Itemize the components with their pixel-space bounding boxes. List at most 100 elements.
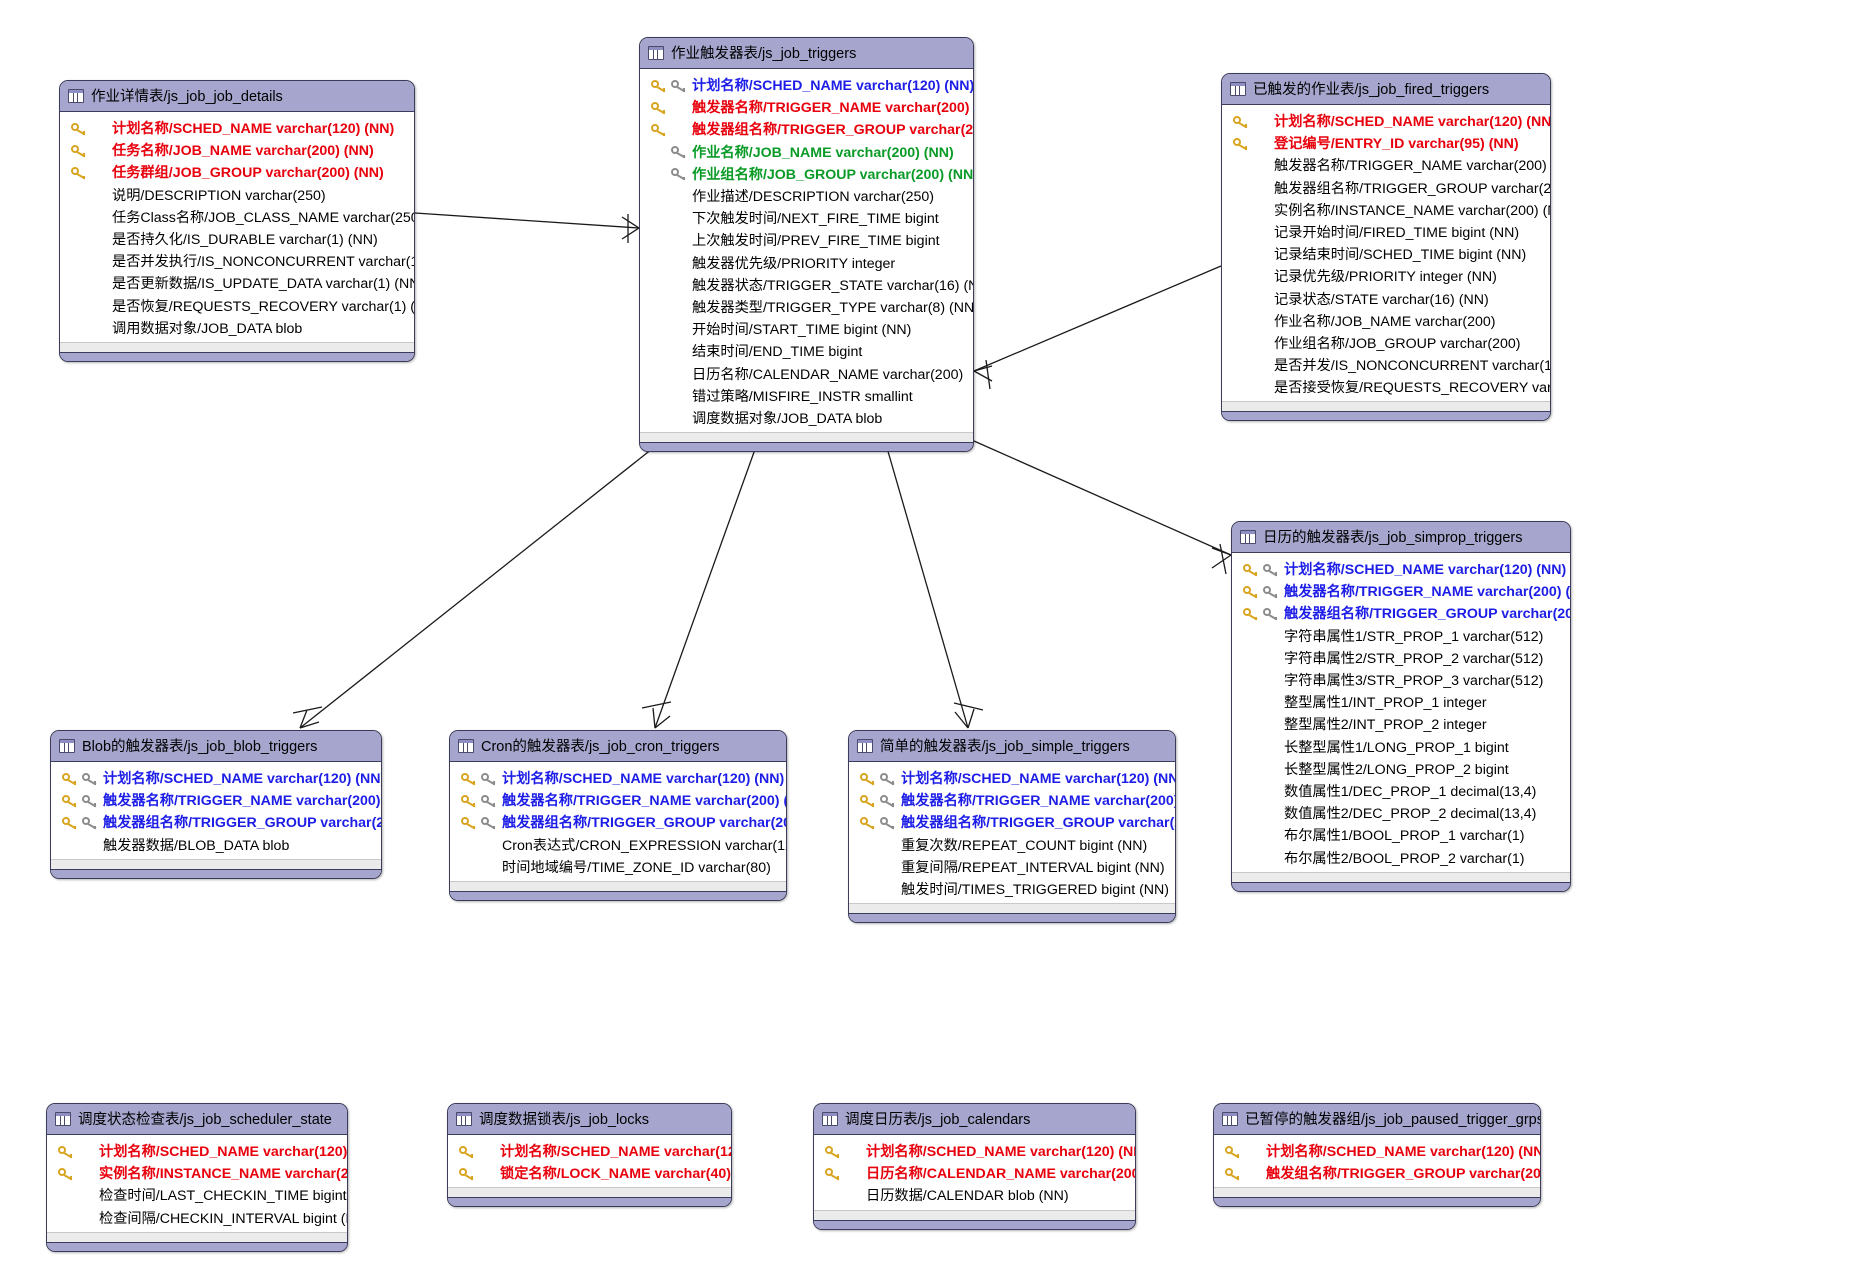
field-row[interactable]: 触发器名称/TRIGGER_NAME varchar(200) (NN) [849, 789, 1175, 811]
field-row[interactable]: 调度数据对象/JOB_DATA blob [640, 407, 973, 429]
field-row[interactable]: 计划名称/SCHED_NAME varchar(120) (NN) [814, 1140, 1135, 1162]
field-row[interactable]: 布尔属性2/BOOL_PROP_2 varchar(1) [1232, 846, 1570, 868]
entity-paused_trigger_grps[interactable]: 已暂停的触发器组/js_job_paused_trigger_grps 计划名称/… [1213, 1103, 1541, 1208]
field-row[interactable]: 检查间隔/CHECKIN_INTERVAL bigint (NN) [47, 1207, 347, 1229]
field-row[interactable]: 触发器数据/BLOB_DATA blob [51, 834, 381, 856]
entity-job_details[interactable]: 作业详情表/js_job_job_details 计划名称/SCHED_NAME … [59, 80, 415, 362]
field-row[interactable]: 记录结束时间/SCHED_TIME bigint (NN) [1222, 243, 1550, 265]
field-row[interactable]: 重复次数/REPEAT_COUNT bigint (NN) [849, 834, 1175, 856]
field-row[interactable]: 计划名称/SCHED_NAME varchar(120) (NN) [60, 117, 414, 139]
field-row[interactable]: 记录开始时间/FIRED_TIME bigint (NN) [1222, 221, 1550, 243]
field-row[interactable]: 触发器组名称/TRIGGER_GROUP varchar(200) (NN) [450, 811, 786, 833]
field-row[interactable]: 触发器名称/TRIGGER_NAME varchar(200) (NN) [1222, 154, 1550, 176]
field-row[interactable]: 触发器组名称/TRIGGER_GROUP varchar(200) (NN) [849, 811, 1175, 833]
entity-fired_triggers[interactable]: 已触发的作业表/js_job_fired_triggers 计划名称/SCHED_… [1221, 73, 1551, 422]
field-row[interactable]: 日历数据/CALENDAR blob (NN) [814, 1184, 1135, 1206]
entity-blob_triggers[interactable]: Blob的触发器表/js_job_blob_triggers 计划名称/SCHED… [50, 730, 382, 879]
field-row[interactable]: 是否接受恢复/REQUESTS_RECOVERY varchar(1) [1222, 376, 1550, 398]
field-row[interactable]: 触发器名称/TRIGGER_NAME varchar(200) (NN) [51, 789, 381, 811]
field-row[interactable]: 计划名称/SCHED_NAME varchar(120) (NN) [1232, 558, 1570, 580]
field-row[interactable]: 作业描述/DESCRIPTION varchar(250) [640, 185, 973, 207]
entity-header-scheduler_state[interactable]: 调度状态检查表/js_job_scheduler_state [47, 1104, 347, 1135]
field-row[interactable]: 日历名称/CALENDAR_NAME varchar(200) [640, 362, 973, 384]
field-row[interactable]: 计划名称/SCHED_NAME varchar(120) (NN) [47, 1140, 347, 1162]
field-row[interactable]: 任务Class名称/JOB_CLASS_NAME varchar(250) (N… [60, 206, 414, 228]
field-row[interactable]: 触发器状态/TRIGGER_STATE varchar(16) (NN) [640, 274, 973, 296]
field-row[interactable]: 开始时间/START_TIME bigint (NN) [640, 318, 973, 340]
field-row[interactable]: 计划名称/SCHED_NAME varchar(120) (NN) [1222, 110, 1550, 132]
field-row[interactable]: 布尔属性1/BOOL_PROP_1 varchar(1) [1232, 824, 1570, 846]
entity-header-blob_triggers[interactable]: Blob的触发器表/js_job_blob_triggers [51, 731, 381, 762]
field-row[interactable]: 触发器名称/TRIGGER_NAME varchar(200) (NN) [1232, 580, 1570, 602]
entity-header-simple_triggers[interactable]: 简单的触发器表/js_job_simple_triggers [849, 731, 1175, 762]
field-row[interactable]: 锁定名称/LOCK_NAME varchar(40) (NN) [448, 1162, 731, 1184]
field-row[interactable]: 计划名称/SCHED_NAME varchar(120) (NN) [640, 74, 973, 96]
entity-scheduler_state[interactable]: 调度状态检查表/js_job_scheduler_state 计划名称/SCHED… [46, 1103, 348, 1252]
field-row[interactable]: 结束时间/END_TIME bigint [640, 340, 973, 362]
field-row[interactable]: 整型属性1/INT_PROP_1 integer [1232, 691, 1570, 713]
entity-simple_triggers[interactable]: 简单的触发器表/js_job_simple_triggers 计划名称/SCHED… [848, 730, 1176, 924]
entity-calendars[interactable]: 调度日历表/js_job_calendars 计划名称/SCHED_NAME va… [813, 1103, 1136, 1230]
field-row[interactable]: 是否恢复/REQUESTS_RECOVERY varchar(1) (NN) [60, 295, 414, 317]
field-row[interactable]: 实例名称/INSTANCE_NAME varchar(200) (NN) [47, 1162, 347, 1184]
field-row[interactable]: 是否更新数据/IS_UPDATE_DATA varchar(1) (NN) [60, 272, 414, 294]
field-row[interactable]: 字符串属性1/STR_PROP_1 varchar(512) [1232, 625, 1570, 647]
entity-header-fired_triggers[interactable]: 已触发的作业表/js_job_fired_triggers [1222, 74, 1550, 105]
entity-header-job_triggers[interactable]: 作业触发器表/js_job_triggers [640, 38, 973, 69]
field-row[interactable]: 触发器组名称/TRIGGER_GROUP varchar(200) (NN) [1232, 602, 1570, 624]
entity-header-cron_triggers[interactable]: Cron的触发器表/js_job_cron_triggers [450, 731, 786, 762]
field-row[interactable]: 重复间隔/REPEAT_INTERVAL bigint (NN) [849, 856, 1175, 878]
entity-header-locks[interactable]: 调度数据锁表/js_job_locks [448, 1104, 731, 1135]
field-row[interactable]: 计划名称/SCHED_NAME varchar(120) (NN) [448, 1140, 731, 1162]
field-row[interactable]: 实例名称/INSTANCE_NAME varchar(200) (NN) [1222, 199, 1550, 221]
entity-cron_triggers[interactable]: Cron的触发器表/js_job_cron_triggers 计划名称/SCHED… [449, 730, 787, 901]
field-row[interactable]: 数值属性1/DEC_PROP_1 decimal(13,4) [1232, 780, 1570, 802]
field-row[interactable]: 调用数据对象/JOB_DATA blob [60, 317, 414, 339]
field-row[interactable]: Cron表达式/CRON_EXPRESSION varchar(120) (NN… [450, 834, 786, 856]
field-row[interactable]: 触发器名称/TRIGGER_NAME varchar(200) (NN) [640, 96, 973, 118]
field-row[interactable]: 触发器组名称/TRIGGER_GROUP varchar(200) (NN) [1222, 177, 1550, 199]
field-row[interactable]: 日历名称/CALENDAR_NAME varchar(200) (NN) [814, 1162, 1135, 1184]
field-row[interactable]: 触发器优先级/PRIORITY integer [640, 252, 973, 274]
field-row[interactable]: 作业名称/JOB_NAME varchar(200) [1222, 310, 1550, 332]
field-row[interactable]: 触发时间/TIMES_TRIGGERED bigint (NN) [849, 878, 1175, 900]
field-row[interactable]: 计划名称/SCHED_NAME varchar(120) (NN) [450, 767, 786, 789]
field-row[interactable]: 字符串属性2/STR_PROP_2 varchar(512) [1232, 647, 1570, 669]
entity-header-paused_trigger_grps[interactable]: 已暂停的触发器组/js_job_paused_trigger_grps [1214, 1104, 1540, 1135]
entity-simprop_triggers[interactable]: 日历的触发器表/js_job_simprop_triggers 计划名称/SCHE… [1231, 521, 1571, 892]
field-row[interactable]: 长整型属性2/LONG_PROP_2 bigint [1232, 758, 1570, 780]
field-row[interactable]: 说明/DESCRIPTION varchar(250) [60, 184, 414, 206]
field-row[interactable]: 是否持久化/IS_DURABLE varchar(1) (NN) [60, 228, 414, 250]
entity-header-calendars[interactable]: 调度日历表/js_job_calendars [814, 1104, 1135, 1135]
field-row[interactable]: 下次触发时间/NEXT_FIRE_TIME bigint [640, 207, 973, 229]
field-row[interactable]: 数值属性2/DEC_PROP_2 decimal(13,4) [1232, 802, 1570, 824]
entity-job_triggers[interactable]: 作业触发器表/js_job_triggers 计划名称/SCHED_NAME va… [639, 37, 974, 452]
entity-header-simprop_triggers[interactable]: 日历的触发器表/js_job_simprop_triggers [1232, 522, 1570, 553]
entity-header-job_details[interactable]: 作业详情表/js_job_job_details [60, 81, 414, 112]
field-row[interactable]: 记录状态/STATE varchar(16) (NN) [1222, 288, 1550, 310]
entity-locks[interactable]: 调度数据锁表/js_job_locks 计划名称/SCHED_NAME varch… [447, 1103, 732, 1208]
field-row[interactable]: 任务群组/JOB_GROUP varchar(200) (NN) [60, 161, 414, 183]
field-row[interactable]: 作业名称/JOB_NAME varchar(200) (NN) [640, 141, 973, 163]
field-row[interactable]: 记录优先级/PRIORITY integer (NN) [1222, 265, 1550, 287]
field-row[interactable]: 字符串属性3/STR_PROP_3 varchar(512) [1232, 669, 1570, 691]
field-row[interactable]: 计划名称/SCHED_NAME varchar(120) (NN) [849, 767, 1175, 789]
field-row[interactable]: 触发器组名称/TRIGGER_GROUP varchar(200) (NN) [51, 811, 381, 833]
field-row[interactable]: 是否并发执行/IS_NONCONCURRENT varchar(1) (NN) [60, 250, 414, 272]
field-row[interactable]: 计划名称/SCHED_NAME varchar(120) (NN) [1214, 1140, 1540, 1162]
field-row[interactable]: 触发组名称/TRIGGER_GROUP varchar(200) (NN) [1214, 1162, 1540, 1184]
field-row[interactable]: 计划名称/SCHED_NAME varchar(120) (NN) [51, 767, 381, 789]
field-row[interactable]: 长整型属性1/LONG_PROP_1 bigint [1232, 736, 1570, 758]
field-row[interactable]: 是否并发/IS_NONCONCURRENT varchar(1) [1222, 354, 1550, 376]
field-row[interactable]: 触发器组名称/TRIGGER_GROUP varchar(200) (NN) [640, 118, 973, 140]
field-row[interactable]: 触发器类型/TRIGGER_TYPE varchar(8) (NN) [640, 296, 973, 318]
field-row[interactable]: 作业组名称/JOB_GROUP varchar(200) (NN) [640, 163, 973, 185]
field-row[interactable]: 检查时间/LAST_CHECKIN_TIME bigint (NN) [47, 1184, 347, 1206]
field-row[interactable]: 错过策略/MISFIRE_INSTR smallint [640, 385, 973, 407]
field-row[interactable]: 登记编号/ENTRY_ID varchar(95) (NN) [1222, 132, 1550, 154]
field-row[interactable]: 作业组名称/JOB_GROUP varchar(200) [1222, 332, 1550, 354]
field-row[interactable]: 时间地域编号/TIME_ZONE_ID varchar(80) [450, 856, 786, 878]
field-row[interactable]: 整型属性2/INT_PROP_2 integer [1232, 713, 1570, 735]
field-row[interactable]: 任务名称/JOB_NAME varchar(200) (NN) [60, 139, 414, 161]
field-row[interactable]: 上次触发时间/PREV_FIRE_TIME bigint [640, 229, 973, 251]
